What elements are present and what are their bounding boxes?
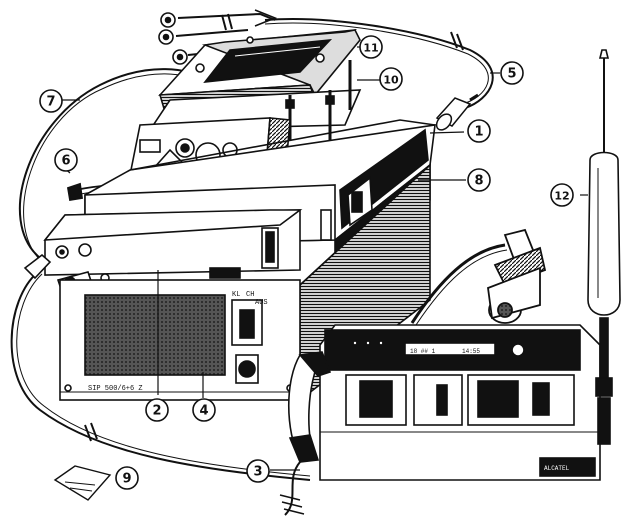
telephone-handset	[279, 351, 332, 516]
long-cable-7	[18, 68, 206, 263]
callout-7: 7	[39, 89, 63, 113]
long-cable-bottom	[10, 271, 311, 481]
console-brand-label: ALCATEL	[544, 465, 570, 472]
callout-number: 12	[554, 190, 569, 203]
callout-number: 5	[507, 67, 516, 82]
callout-3: 3	[246, 459, 270, 483]
probe-antenna-12	[587, 49, 621, 445]
callout-number: 3	[253, 465, 262, 480]
panel-mark-aus: AUS	[255, 299, 268, 307]
callout-2: 2	[145, 398, 169, 422]
callout-12: 12	[550, 183, 574, 207]
callout-circle	[145, 398, 169, 422]
callout-4: 4	[192, 398, 216, 422]
console-display-left: 18 ## 1	[410, 348, 436, 355]
callout-number: 1	[474, 125, 483, 140]
callout-number: 7	[46, 95, 55, 110]
callout-circle	[467, 119, 491, 143]
callout-circle	[359, 35, 383, 59]
console-display-right: 14:55	[462, 348, 480, 355]
control-console-3	[319, 324, 601, 481]
callout-circle	[192, 398, 216, 422]
rack-frame-10	[148, 60, 362, 140]
callout-number: 8	[474, 174, 483, 189]
callout-8: 8	[467, 168, 491, 192]
front-panel-4	[59, 279, 301, 401]
callout-number: 4	[199, 404, 208, 419]
panel-mark-kl: KL	[232, 291, 240, 299]
callout-6: 6	[54, 148, 78, 172]
callout-9: 9	[115, 466, 139, 490]
document-9	[53, 465, 112, 501]
callout-circle	[115, 466, 139, 490]
callout-number: 10	[383, 74, 399, 87]
callout-circle	[246, 459, 270, 483]
callout-number: 9	[122, 472, 131, 487]
callout-5: 5	[500, 61, 524, 85]
panel-labels: SIP 500/6+6 Z KL CH AUS	[88, 291, 268, 393]
callout-circle	[500, 61, 524, 85]
callout-number: 2	[152, 404, 161, 419]
lug-connector-5	[435, 93, 479, 131]
callout-circle	[550, 183, 574, 207]
callout-1: 1	[467, 119, 491, 143]
callout-number: 6	[61, 154, 70, 169]
callout-number: 11	[363, 42, 378, 55]
control-unit-2	[23, 209, 303, 293]
callout-circle	[467, 168, 491, 192]
callout-10: 10	[379, 67, 403, 91]
callout-circle	[54, 148, 78, 172]
callout-circle	[39, 89, 63, 113]
panel-mark-ch: CH	[246, 291, 254, 299]
front-panel-model-label: SIP 500/6+6 Z	[88, 385, 143, 393]
callout-circle	[379, 67, 403, 91]
ring-lug-cables	[158, 9, 278, 65]
callout-11: 11	[359, 35, 383, 59]
console-labels: 18 ## 1 14:55 ALCATEL	[410, 348, 570, 472]
handset-cable-connector	[410, 228, 547, 326]
